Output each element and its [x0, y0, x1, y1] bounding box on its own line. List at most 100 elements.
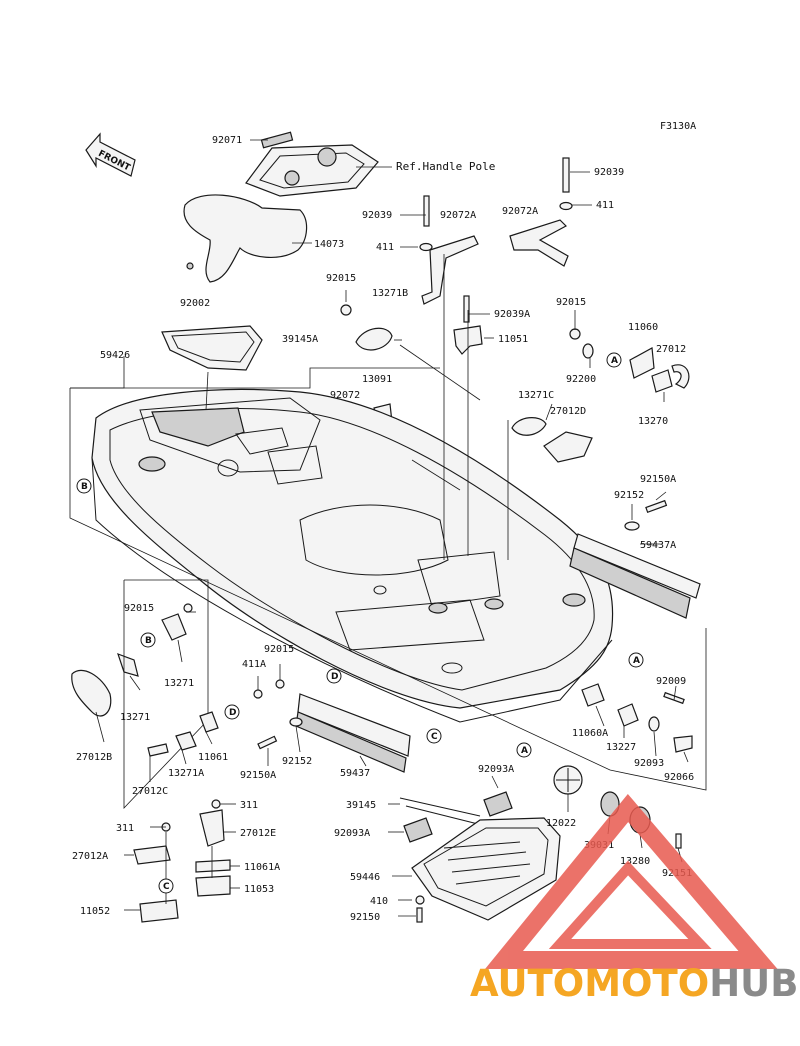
- callout-c-1: C: [158, 878, 174, 894]
- label-27012: 27012: [656, 344, 686, 355]
- label-92093A-left: 92093A: [334, 828, 370, 839]
- label-27012D: 27012D: [550, 406, 586, 417]
- washer-411-mid: [419, 242, 433, 252]
- pump-cover-59446: [411, 817, 561, 921]
- label-311-upper: 311: [240, 800, 258, 811]
- watermark-text: AUTOMOTOHUB: [470, 962, 798, 1005]
- clip-27012D: [543, 431, 593, 463]
- callout-d-1: D: [326, 668, 342, 684]
- label-11061: 11061: [198, 752, 228, 763]
- callout-a-4: C: [426, 728, 442, 744]
- callout-b-2: B: [140, 632, 156, 648]
- label-13091: 13091: [362, 374, 392, 385]
- callout-d-2: D: [224, 704, 240, 720]
- cover-27012B: [71, 669, 112, 717]
- bolt-92150A-left: [257, 735, 278, 750]
- label-92002: 92002: [180, 298, 210, 309]
- bolt-92039A: [463, 295, 470, 323]
- label-13271C: 13271C: [518, 390, 554, 401]
- rail-59437: [297, 693, 411, 757]
- svg-text:D: D: [331, 672, 338, 682]
- bracket-92072A-left: [421, 235, 479, 305]
- label-92072A-left: 92072A: [440, 210, 476, 221]
- svg-text:A: A: [633, 656, 640, 666]
- svg-text:A: A: [611, 356, 618, 366]
- label-92200: 92200: [566, 374, 596, 385]
- callout-a-1: A: [606, 352, 622, 368]
- callout-markers: A A A C B B C D D: [76, 352, 644, 894]
- seat-cover-14073: [183, 194, 308, 283]
- label-11051: 11051: [498, 334, 528, 345]
- svg-text:D: D: [229, 708, 236, 718]
- fitting-13227: [617, 703, 639, 727]
- nut-92015: [340, 304, 352, 316]
- label-13271-b: 13271: [120, 712, 150, 723]
- svg-text:C: C: [163, 882, 170, 892]
- label-11053: 11053: [244, 884, 274, 895]
- label-11060: 11060: [628, 322, 658, 333]
- label-92152-left: 92152: [282, 756, 312, 767]
- label-11060A: 11060A: [572, 728, 608, 739]
- part-number-labels: 92071 14073 92002 59426 92039 92039 9207…: [72, 135, 694, 923]
- screw-92151: [675, 833, 682, 849]
- label-92093A-right: 92093A: [478, 764, 514, 775]
- plate-11061A: [195, 859, 231, 873]
- watermark-part2: HUB: [709, 962, 798, 1005]
- label-92150A-left: 92150A: [240, 770, 276, 781]
- label-27012A: 27012A: [72, 851, 108, 862]
- pad-13271C: [511, 417, 547, 436]
- label-59426: 59426: [100, 350, 130, 361]
- label-311-lower: 311: [116, 823, 134, 834]
- label-59437A: 59437A: [640, 540, 676, 551]
- pad-11061: [199, 711, 219, 733]
- pad-92093A-right: [483, 791, 513, 817]
- bolt-92150: [416, 907, 423, 923]
- label-11061A: 11061A: [244, 862, 280, 873]
- spacer-92152-right: [624, 521, 640, 531]
- bracket-11053: [195, 875, 231, 897]
- watermark-part1: AUTOMOTO: [470, 962, 709, 1005]
- bolt-92039-top: [562, 157, 570, 193]
- label-59437: 59437: [340, 768, 370, 779]
- pad-13271B: [355, 327, 393, 351]
- gasket-92002: [161, 325, 263, 371]
- label-92015-d: 92015: [264, 644, 294, 655]
- rod-39145: [399, 797, 487, 827]
- label-13271A: 13271A: [168, 768, 204, 779]
- label-39145: 39145: [346, 800, 376, 811]
- washer-411A: [253, 689, 263, 699]
- label-92039A: 92039A: [494, 309, 530, 320]
- label-410: 410: [370, 896, 388, 907]
- label-92072: 92072: [330, 390, 360, 401]
- label-92152-right: 92152: [614, 490, 644, 501]
- label-13271B: 13271B: [372, 288, 408, 299]
- label-14073: 14073: [314, 239, 344, 250]
- leader-lines: [70, 139, 689, 917]
- nut-311-upper: [211, 799, 221, 809]
- deck-hull-59426: [91, 388, 614, 723]
- svg-text:B: B: [145, 636, 152, 646]
- clip-27012: [671, 364, 690, 389]
- label-27012B: 27012B: [76, 752, 112, 763]
- grommet-11060A: [581, 683, 605, 707]
- label-13270: 13270: [638, 416, 668, 427]
- pad-13271-a: [161, 613, 187, 641]
- pad-13271-b: [117, 652, 139, 677]
- label-59446: 59446: [350, 872, 380, 883]
- spacer-92152-left: [289, 717, 303, 727]
- washer-411-top: [559, 201, 573, 211]
- label-92150A-right: 92150A: [640, 474, 676, 485]
- svg-text:B: B: [81, 482, 88, 492]
- label-92093: 92093: [634, 758, 664, 769]
- label-92039-top: 92039: [594, 167, 624, 178]
- plate-13270: [651, 369, 673, 393]
- label-13227: 13227: [606, 742, 636, 753]
- callout-a-3: A: [516, 742, 532, 758]
- label-92039-mid: 92039: [362, 210, 392, 221]
- label-12022: 12022: [546, 818, 576, 829]
- label-92015-a: 92015: [326, 273, 356, 284]
- label-13280: 13280: [620, 856, 650, 867]
- pad-13271A: [175, 731, 197, 751]
